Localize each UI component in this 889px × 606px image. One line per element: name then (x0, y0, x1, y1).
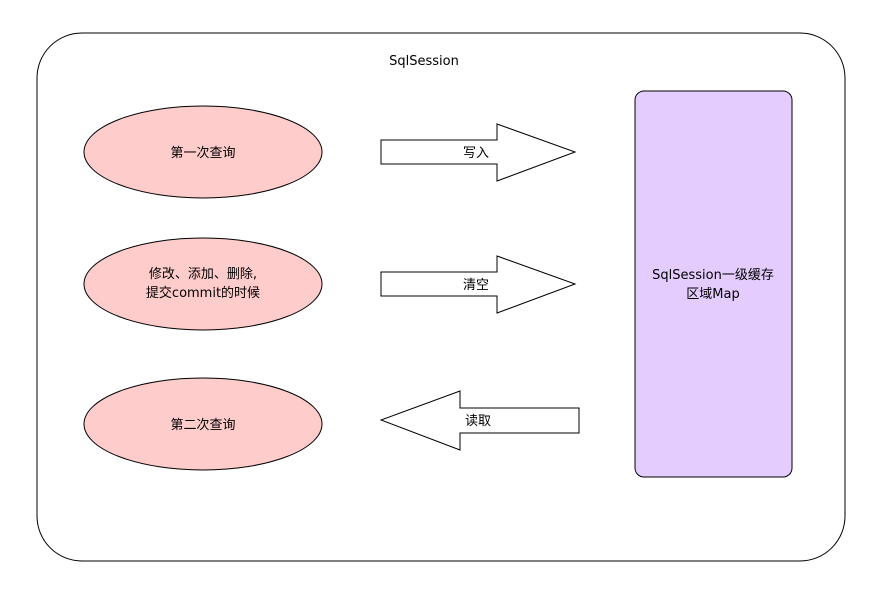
operation-modify-commit: 修改、添加、删除, 提交commit的时候 (83, 237, 323, 331)
operation-label-line-2: 提交commit的时候 (146, 285, 260, 301)
arrow-label: 读取 (465, 414, 491, 429)
cache-box (634, 90, 793, 478)
cache-region: SqlSession一级缓存 区域Map (634, 90, 793, 478)
operation-label: 第二次查询 (170, 417, 235, 433)
cache-label-line-1: SqlSession一级缓存 (652, 268, 774, 283)
operation-shape (83, 237, 323, 331)
operation-label: 第一次查询 (170, 145, 235, 161)
arrow-right-shape (380, 123, 577, 182)
operation-shape (83, 377, 323, 471)
operation-first-query: 第一次查询 (83, 105, 323, 199)
arrow-right-shape (380, 255, 577, 314)
arrow-clear: 清空 (380, 255, 577, 314)
arrow-left-shape (379, 390, 580, 451)
operation-label-line-1: 修改、添加、删除, (149, 267, 257, 282)
arrow-read: 读取 (379, 390, 580, 451)
cache-label-line-2: 区域Map (686, 287, 739, 302)
operation-second-query: 第二次查询 (83, 377, 323, 471)
operation-shape (83, 105, 323, 199)
arrow-label: 写入 (463, 146, 489, 161)
arrow-write: 写入 (380, 123, 577, 182)
arrow-label: 清空 (463, 278, 489, 293)
container-title: SqlSession (389, 54, 459, 69)
